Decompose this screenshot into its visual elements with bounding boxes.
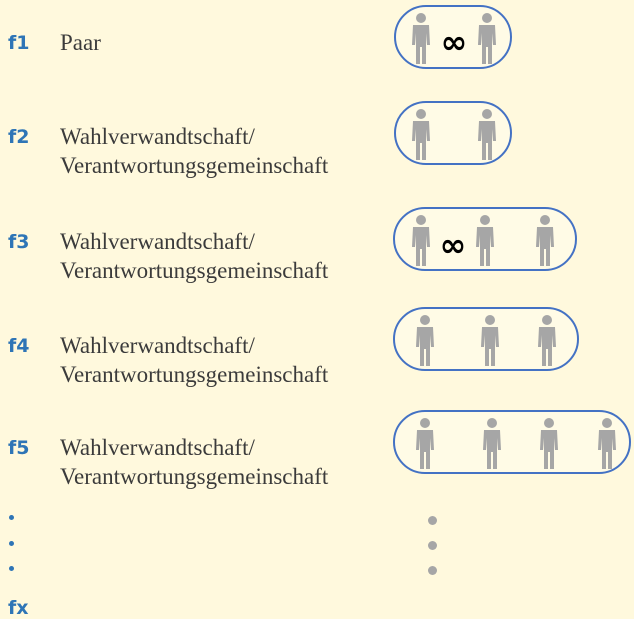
row-code: f1 [8,32,30,54]
figure-icon [483,418,501,469]
row-label: Wahlverwandtschaft/ Verantwortungsgemein… [60,333,329,387]
row-f4: f4 Wahlverwandtschaft/ Verantwortungsgem… [0,0,634,387]
group-oval: ∞ [394,5,512,69]
figure-icon [598,418,616,469]
row-f1: f1 Paar ∞ [0,0,634,90]
figure-icon [478,13,496,64]
row-label: Wahlverwandtschaft/ Verantwortungsgemein… [60,229,329,283]
row-label: Paar [60,30,101,55]
dot [9,515,14,520]
dot [428,541,437,550]
infinity-symbol: ∞ [440,226,467,264]
dot [9,541,14,546]
group-oval: ∞ [393,207,577,271]
group-oval [394,101,512,165]
figure-icon [538,315,556,366]
footer-code: fx [8,597,29,619]
row-f5: f5 Wahlverwandtschaft/ Verantwortungsgem… [0,0,634,489]
figure-icon [416,418,434,469]
row-code: f4 [8,335,30,357]
figure-icon [536,215,554,266]
dot [428,566,437,575]
row-code: f3 [8,231,30,253]
figure-icon [412,13,430,64]
row-f2: f2 Wahlverwandtschaft/ Verantwortungsgem… [0,0,634,178]
dot [9,566,14,571]
row-label: Wahlverwandtschaft/ Verantwortungsgemein… [60,124,329,178]
figure-icon [481,315,499,366]
group-oval [393,307,579,371]
group-oval [393,410,631,474]
row-code: f5 [8,437,30,459]
figure-icon [478,109,496,160]
figure-icon [412,215,430,266]
row-code: f2 [8,126,30,148]
figure-icon [416,315,434,366]
dot [428,516,437,525]
infinity-symbol: ∞ [441,23,468,61]
figure-icon [476,215,494,266]
row-label: Wahlverwandtschaft/ Verantwortungsgemein… [60,435,329,489]
figure-icon [540,418,558,469]
row-f3: f3 Wahlverwandtschaft/ Verantwortungsgem… [0,0,634,283]
figure-icon [412,109,430,160]
